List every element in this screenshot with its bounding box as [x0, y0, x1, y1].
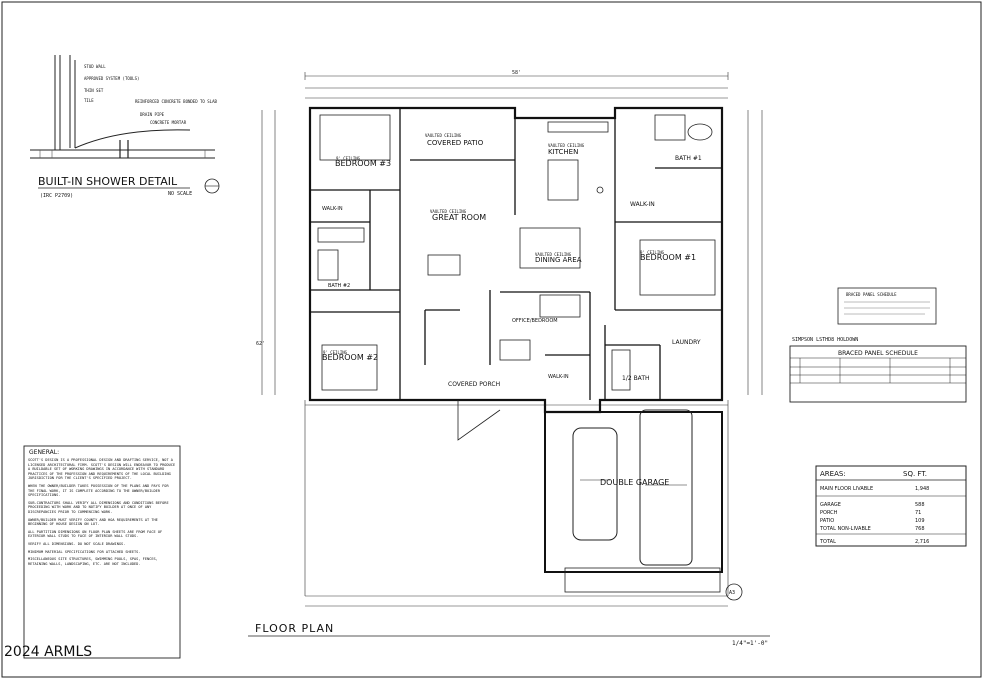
dimension-lines: [261, 72, 763, 607]
room-dining: DINING AREA: [535, 256, 582, 264]
room-covered-porch: COVERED PORCH: [448, 381, 500, 388]
room-great-room: GREAT ROOM: [432, 213, 486, 222]
note-vaulted-patio: VAULTED CEILING: [425, 133, 462, 138]
overall-width-dim: 58': [512, 70, 521, 76]
note-vaulted-great: VAULTED CEILING: [430, 209, 467, 214]
shower-detail-code: (IRC P2709): [40, 193, 73, 199]
general-note-4: ALL PARTITION DIMENSIONS ON FLOOR PLAN S…: [28, 529, 163, 539]
general-note-0: SCOTT'S DESIGN IS A PROFESSIONAL DESIGN …: [28, 458, 176, 481]
areas-row-label: TOTAL: [819, 539, 836, 545]
general-note-1: WHEN THE OWNER/BUILDER TAKES POSSESSION …: [28, 483, 169, 498]
areas-row-label: PATIO: [820, 518, 834, 524]
room-laundry: LAUNDRY: [672, 339, 701, 346]
callout-concrete-mortar: CONCRETE MORTAR: [150, 120, 187, 125]
shower-detail-scale: NO SCALE: [168, 191, 192, 197]
shower-detail: STUD WALL APPROVED SYSTEM (TOOLS) THIN S…: [30, 55, 220, 199]
areas-row-value: 2,716: [915, 539, 929, 545]
general-note-3: OWNER/BUILDER MUST VERIFY COUNTY AND HOA…: [28, 517, 158, 527]
note-9ft-bed1: 9' CEILING: [640, 250, 665, 255]
room-walkin-left: WALK-IN: [322, 206, 343, 212]
front-walk: [457, 400, 501, 441]
watermark: 2024 ARMLS: [4, 644, 92, 660]
areas-header-left: AREAS:: [820, 470, 846, 478]
room-double-garage: DOUBLE GARAGE: [600, 478, 669, 487]
areas-row-value: 768: [915, 526, 925, 532]
general-note-7: MISCELLANEOUS SITE STRUCTURES, SWIMMING …: [28, 557, 158, 566]
general-note-2: SUB-CONTRACTORS SHALL VERIFY ALL DIMENSI…: [28, 500, 169, 514]
note-9ft-bed2: 9' CEILING: [323, 350, 348, 355]
callout-stud-wall: STUD WALL: [84, 64, 106, 69]
braced-panel-block: BRACED PANEL SCHEDULE SIMPSON LSTHD8 HOL…: [789, 287, 967, 403]
general-notes-box: GENERAL:: [23, 445, 181, 659]
room-bedroom1: BEDROOM #1: [640, 253, 696, 262]
note-vaulted-dining: VAULTED CEILING: [535, 252, 572, 257]
areas-row-label: PORCH: [820, 510, 838, 516]
areas-row-label: MAIN FLOOR LIVABLE: [820, 486, 873, 492]
sheet-scale: 1/4"=1'-0": [732, 640, 768, 647]
overall-depth-dim: 62': [256, 341, 265, 347]
note-vaulted-kitchen: VAULTED CEILING: [548, 143, 585, 148]
callout-thin-set: THIN SET: [84, 88, 104, 93]
braced-panel-small-title: BRACED PANEL SCHEDULE: [846, 292, 897, 297]
areas-row-value: 588: [915, 502, 925, 508]
room-bedroom2: BEDROOM #2: [322, 353, 378, 362]
sheet-title: FLOOR PLAN: [255, 622, 334, 635]
room-bath2: BATH #2: [328, 283, 350, 289]
areas-row-value: 71: [915, 510, 921, 516]
areas-row-label: GARAGE: [820, 502, 841, 508]
room-walkin-center: WALK-IN: [548, 374, 569, 380]
garage: [544, 409, 723, 593]
room-half-bath: 1/2 BATH: [622, 375, 650, 382]
ceiling-notes: VAULTED CEILING VAULTED CEILING VAULTED …: [323, 133, 665, 355]
callout-drain-pipe: DRAIN PIPE: [140, 112, 165, 117]
areas-header-right: SQ. FT.: [903, 470, 927, 478]
general-notes-text: SCOTT'S DESIGN IS A PROFESSIONAL DESIGN …: [28, 458, 176, 654]
interior-walls: [310, 108, 722, 400]
room-walkin-right: WALK-IN: [630, 201, 655, 208]
room-labels: BEDROOM #3 WALK-IN BATH #2 BEDROOM #2 CO…: [322, 139, 702, 487]
callout-reinforced-concrete: REINFORCED CONCRETE BONDED TO SLAB: [135, 99, 217, 104]
callout-tile: TILE: [84, 98, 94, 103]
fixtures: [317, 114, 716, 391]
room-kitchen: KITCHEN: [548, 148, 578, 156]
shower-detail-title: BUILT-IN SHOWER DETAIL: [38, 175, 178, 188]
room-office: OFFICE/BEDROOM: [512, 318, 558, 324]
general-note-5: VERIFY ALL DIMENSIONS. DO NOT SCALE DRAW…: [28, 541, 126, 546]
braced-panel-schedule-title: BRACED PANEL SCHEDULE: [838, 350, 918, 357]
note-9ft-bed3: 9' CEILING: [336, 156, 361, 161]
areas-row-label: TOTAL NON-LIVABLE: [819, 526, 871, 532]
room-bedroom3: BEDROOM #3: [335, 159, 391, 168]
areas-table: AREAS: SQ. FT. MAIN FLOOR LIVABLE 1,948GA…: [815, 465, 967, 547]
room-bath1: BATH #1: [675, 155, 702, 162]
callout-approved-system: APPROVED SYSTEM (TOOLS): [84, 76, 139, 81]
general-notes-title: GENERAL:: [29, 449, 59, 456]
room-covered-patio: COVERED PATIO: [427, 139, 484, 147]
areas-row-value: 109: [915, 518, 925, 524]
areas-row-value: 1,948: [915, 486, 929, 492]
holdown-note: SIMPSON LSTHD8 HOLDOWN: [792, 337, 858, 343]
sheet-ref: A3: [729, 590, 735, 596]
general-note-6: MINIMUM MATERIAL SPECIFICATIONS FOR ATTA…: [28, 549, 141, 554]
